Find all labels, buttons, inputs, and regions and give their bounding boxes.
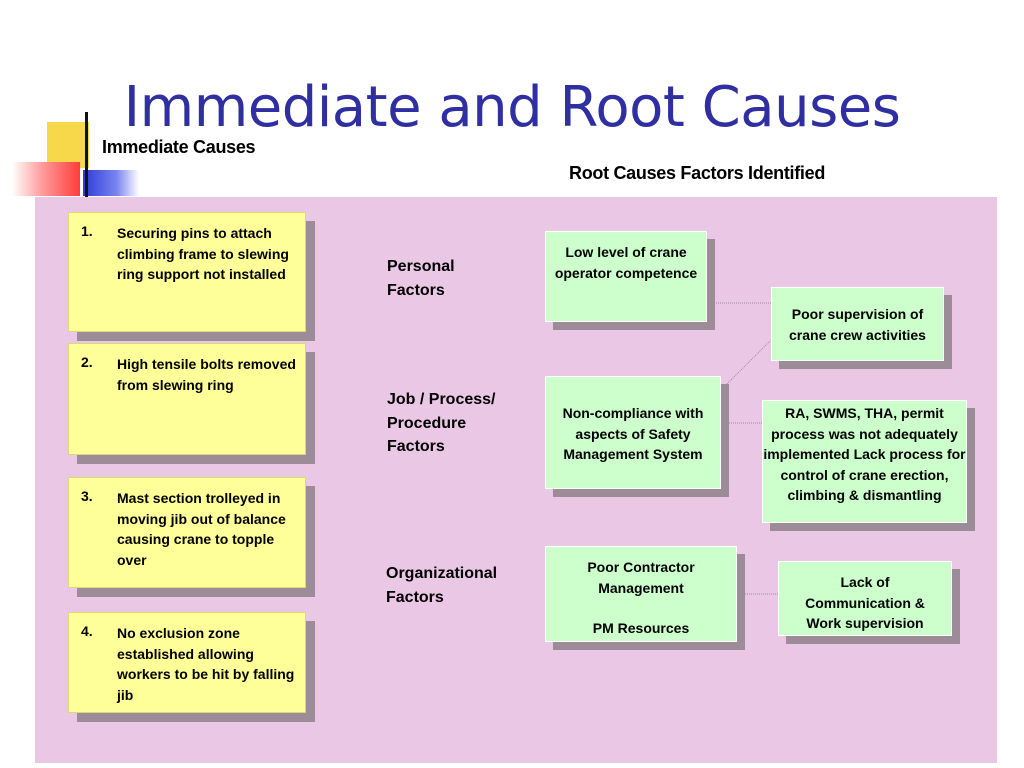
immediate-cause-4: 4. No exclusion zone established allowin… [68,612,306,713]
immediate-cause-3: 3. Mast section trolleyed in moving jib … [68,477,306,588]
root-factor-sms-compliance: Non-compliance with aspects of Safety Ma… [545,376,721,489]
slide-title: Immediate and Root Causes [123,75,901,140]
cause-number: 4. [81,623,93,639]
immediate-cause-2: 2. High tensile bolts removed from slewi… [68,343,306,455]
decor-yellow-square [47,122,89,168]
root-factor-poor-supervision: Poor supervision of crane crew activitie… [771,287,944,361]
category-personal-factors: Personal Factors [387,258,455,299]
cause-text: Mast section trolleyed in moving jib out… [117,490,286,568]
cause-number: 3. [81,488,93,504]
cause-text: Securing pins to attach climbing frame t… [117,225,289,282]
cause-number: 2. [81,354,93,370]
root-factor-text: Poor supervision of crane crew activitie… [789,306,926,343]
root-factor-text: RA, SWMS, THA, permit process was not ad… [763,405,966,503]
cause-number: 1. [81,223,93,239]
root-factor-text: PM Resources [592,620,690,637]
root-factor-text: Poor Contractor Management [587,559,695,596]
root-factor-ra-swms-permit: RA, SWMS, THA, permit process was not ad… [762,400,967,523]
root-factor-contractor-management: Poor Contractor Management PM Resources [545,546,737,642]
immediate-causes-heading: Immediate Causes [102,137,256,157]
immediate-cause-1: 1. Securing pins to attach climbing fram… [68,212,306,332]
root-factor-communication: Lack of Communication & Work supervision [778,561,952,636]
root-factor-text: Non-compliance with aspects of Safety Ma… [562,405,704,462]
cause-text: High tensile bolts removed from slewing … [117,356,296,393]
root-factor-text: Low level of crane operator competence [554,244,698,281]
cause-text: No exclusion zone established allowing w… [117,625,295,703]
decor-vertical-line [85,112,88,204]
decor-red-gradient [12,162,80,196]
category-job-process-factors: Job / Process/ Procedure Factors [387,391,496,455]
connector-supervision [726,339,772,385]
decor-blue-gradient [83,170,139,196]
root-factor-text: Lack of Communication & Work supervision [805,574,925,631]
root-causes-heading: Root Causes Factors Identified [569,163,826,183]
root-factor-operator-competence: Low level of crane operator competence [545,231,707,322]
category-organizational-factors: Organizational Factors [386,565,498,606]
